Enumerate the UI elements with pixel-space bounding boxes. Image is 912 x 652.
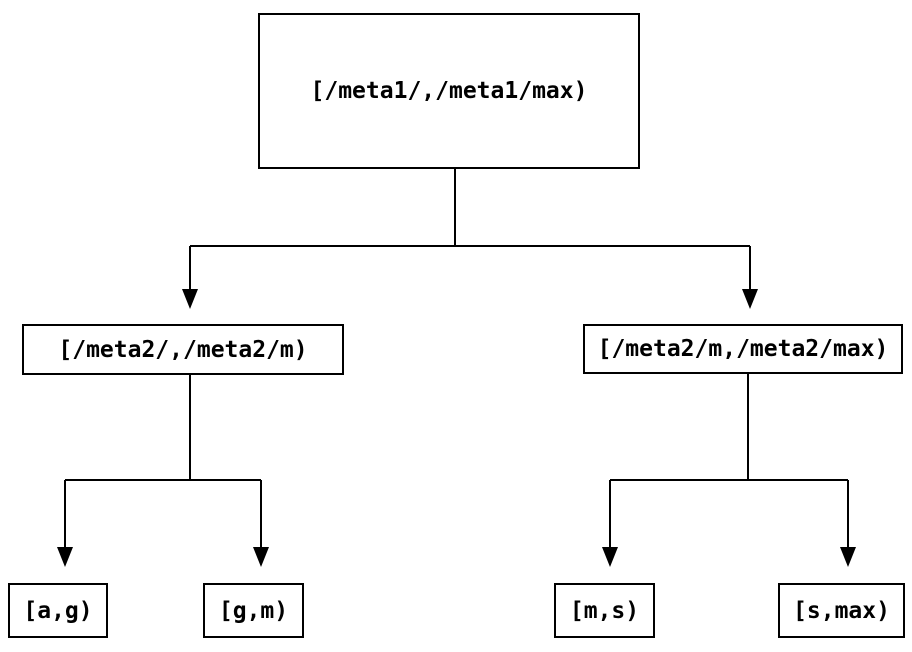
tree-node-leaf-ag: [a,g) [8,583,108,638]
tree-node-mid-right-label: [/meta2/m,/meta2/max) [597,336,889,362]
tree-node-leaf-smax: [s,max) [778,583,905,638]
tree-node-leaf-ms: [m,s) [554,583,655,638]
arrowhead-leaf-2-icon [253,547,269,567]
tree-node-mid-left-label: [/meta2/,/meta2/m) [58,336,308,363]
tree-node-leaf-ms-label: [m,s) [569,597,640,624]
tree-node-leaf-smax-label: [s,max) [793,597,890,624]
tree-node-root: [/meta1/,/meta1/max) [258,13,640,169]
tree-node-mid-right: [/meta2/m,/meta2/max) [583,324,903,374]
arrowhead-leaf-4-icon [840,547,856,567]
arrowhead-leaf-1-icon [57,547,73,567]
tree-node-root-label: [/meta1/,/meta1/max) [310,78,588,104]
arrowhead-leaf-3-icon [602,547,618,567]
arrowhead-mid-left-icon [182,289,198,309]
tree-node-mid-left: [/meta2/,/meta2/m) [22,324,344,375]
tree-node-leaf-ag-label: [a,g) [23,597,93,624]
arrowhead-mid-right-icon [742,289,758,309]
tree-node-leaf-gm: [g,m) [203,583,304,638]
tree-node-leaf-gm-label: [g,m) [218,597,289,624]
